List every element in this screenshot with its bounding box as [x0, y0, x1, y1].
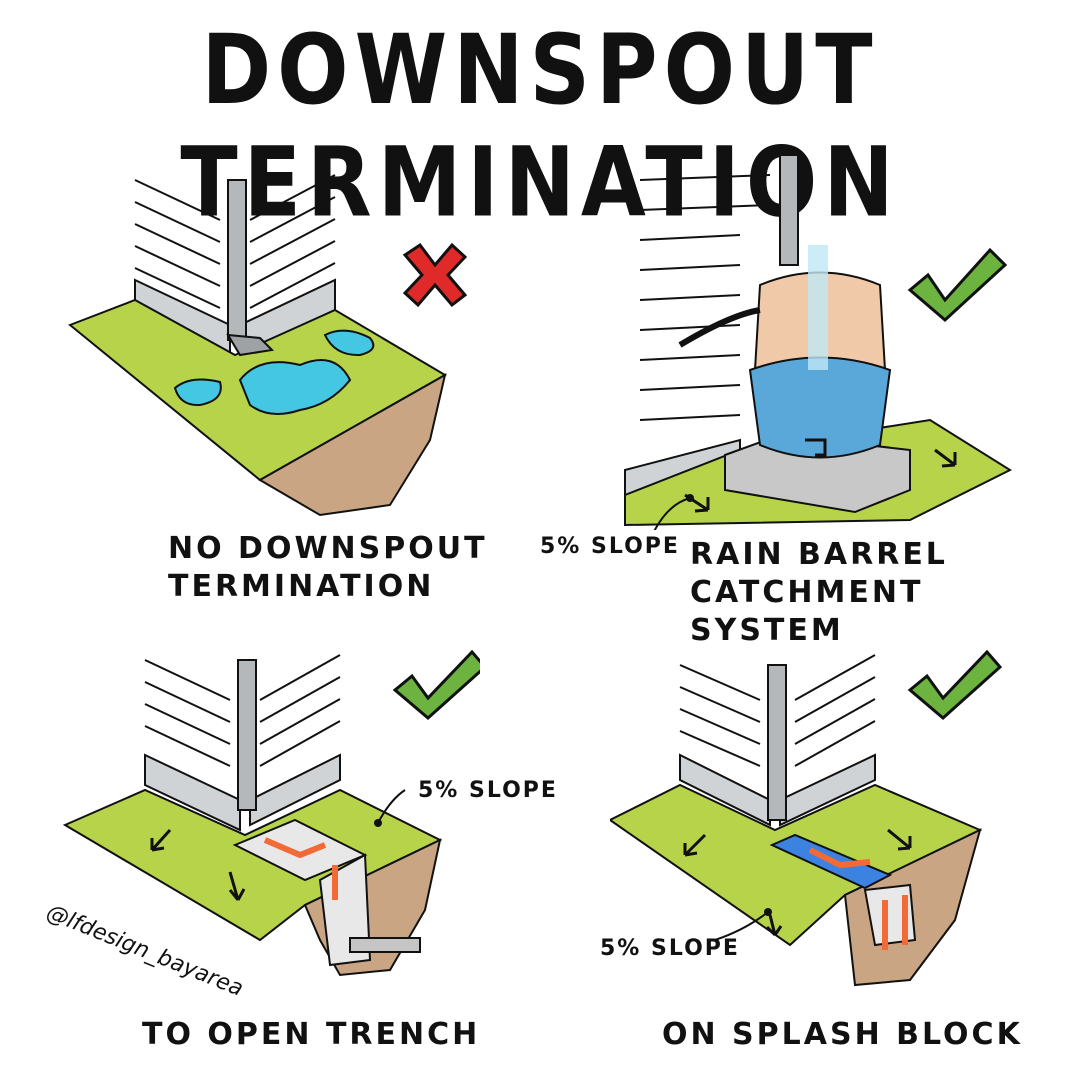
- soil: [257, 373, 447, 517]
- panel-splash-block: [610, 649, 1003, 987]
- caption-open-trench: TO OPEN TRENCH: [142, 1017, 481, 1052]
- flow-arrow-icon: [150, 828, 172, 852]
- panel-open-trench: [62, 649, 480, 977]
- grass: [610, 783, 983, 947]
- slope-label-rain-barrel: 5% SLOPE: [540, 534, 680, 559]
- panel-no-termination: [68, 174, 468, 517]
- downspout: [227, 179, 247, 341]
- flow-arrow-icon: [228, 871, 246, 901]
- drain-pipe: [349, 937, 421, 953]
- downspout: [779, 154, 799, 266]
- caption-splash-block: ON SPLASH BLOCK: [662, 1017, 1023, 1052]
- flow-arrows: [263, 837, 338, 900]
- page-title: DOWNSPOUT TERMINATION: [180, 13, 900, 239]
- spigot: [805, 438, 827, 457]
- caption-no-termination: NO DOWNSPOUT TERMINATION: [168, 531, 488, 604]
- panel-rain-barrel: [624, 154, 1013, 530]
- downspout: [237, 659, 257, 811]
- flow-arrow-icon: [683, 833, 707, 857]
- house-siding: [639, 174, 771, 421]
- foundation: [144, 753, 241, 832]
- slope-label-open-trench: 5% SLOPE: [418, 778, 558, 803]
- house-siding: [134, 174, 336, 309]
- flow-arrow-icon: [887, 828, 912, 851]
- flow-arrows: [808, 847, 908, 950]
- house-siding: [679, 654, 876, 767]
- slope-leader: [377, 789, 406, 824]
- slope-leader: [714, 911, 769, 941]
- house-siding: [144, 654, 341, 767]
- flow-arrow-icon: [765, 914, 783, 937]
- slope-label-splash-block: 5% SLOPE: [600, 936, 740, 961]
- water-puddles: [173, 329, 375, 415]
- flow-arrow-icon: [934, 448, 957, 468]
- check-mark-icon: [907, 247, 1008, 323]
- caption-rain-barrel: RAIN BARREL CATCHMENT SYSTEM: [690, 537, 948, 648]
- check-mark-icon: [907, 649, 1003, 720]
- x-mark-icon: [402, 242, 468, 308]
- foundation: [679, 753, 771, 827]
- slope-leader: [653, 497, 691, 530]
- barrel-water: [748, 356, 892, 459]
- downspout: [767, 664, 787, 821]
- overflow-hose: [678, 307, 761, 348]
- check-mark-icon: [392, 649, 480, 720]
- grass: [62, 788, 443, 942]
